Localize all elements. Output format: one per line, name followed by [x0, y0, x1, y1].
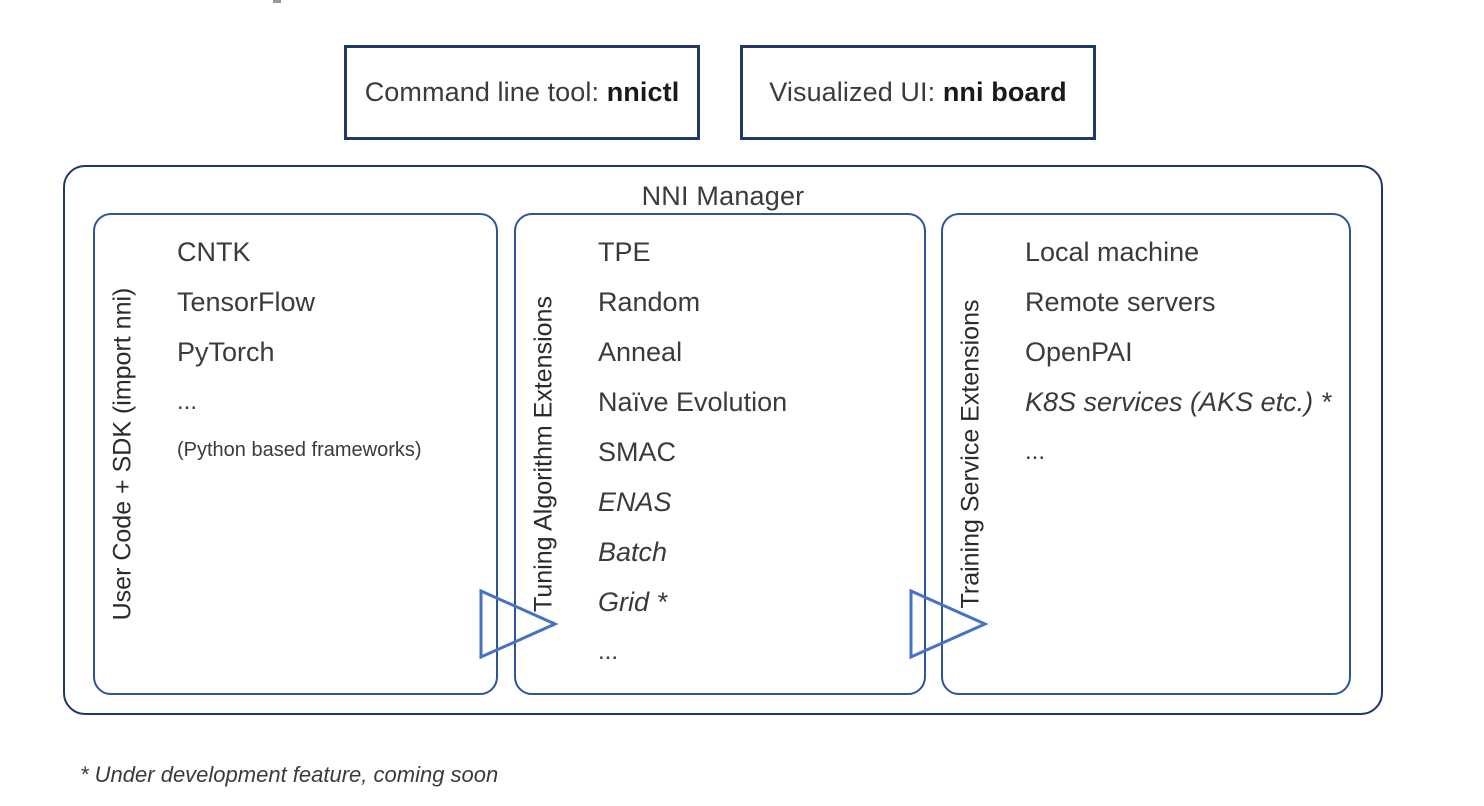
panel-user-code-sdk-vertical-label: User Code + SDK (import nni)	[108, 287, 137, 621]
list-item: Naïve Evolution	[598, 387, 788, 417]
command-line-tool-prefix: Command line tool:	[364, 77, 607, 107]
list-item: Grid *	[598, 587, 668, 617]
list-item: Remote servers	[1025, 287, 1216, 317]
list-item: TPE	[598, 237, 651, 267]
list-item: Batch	[598, 537, 668, 567]
panel-training-service-extensions: Training Service Extensions Local machin…	[941, 213, 1351, 695]
arrow-tuning-to-training-icon	[909, 588, 989, 660]
list-item: SMAC	[598, 437, 677, 467]
list-item: ...	[1025, 438, 1046, 465]
list-item: (Python based frameworks)	[177, 439, 422, 461]
list-item: K8S services (AKS etc.) *	[1025, 387, 1332, 417]
panel-user-code-sdk-vertical-label-wrap: User Code + SDK (import nni)	[95, 215, 151, 693]
panel-tuning-algorithm-extensions: Tuning Algorithm Extensions TPE Random A…	[514, 213, 926, 695]
footnote: * Under development feature, coming soon	[80, 762, 499, 787]
list-item: ...	[177, 388, 198, 415]
list-item: Random	[598, 287, 701, 317]
list-item: OpenPAI	[1025, 337, 1133, 367]
command-line-tool-value: nnictl	[606, 77, 680, 107]
panel-training-service-extensions-vertical-label: Training Service Extensions	[956, 299, 985, 609]
list-item: ...	[598, 638, 619, 665]
panel-tuning-algorithm-extensions-list: TPE Random Anneal Naïve Evolution SMAC E…	[598, 227, 916, 677]
visualized-ui-prefix: Visualized UI:	[769, 77, 943, 107]
panel-user-code-sdk-list: CNTK TensorFlow PyTorch ... (Python base…	[177, 227, 488, 473]
list-item: Anneal	[598, 337, 683, 367]
list-item: CNTK	[177, 237, 251, 267]
top-edge-artifact	[273, 0, 281, 3]
visualized-ui-text: Visualized UI: nni board	[769, 77, 1066, 108]
command-line-tool-box: Command line tool: nnictl	[344, 45, 700, 140]
arrow-user-to-tuning-icon	[479, 588, 559, 660]
panel-user-code-sdk: User Code + SDK (import nni) CNTK Tensor…	[93, 213, 498, 695]
list-item: ENAS	[598, 487, 672, 517]
command-line-tool-text: Command line tool: nnictl	[365, 77, 680, 108]
visualized-ui-value: nni board	[942, 77, 1067, 107]
nni-manager-title: NNI Manager	[641, 181, 805, 211]
list-item: PyTorch	[177, 337, 275, 367]
panel-tuning-algorithm-extensions-vertical-label: Tuning Algorithm Extensions	[529, 296, 558, 612]
list-item: Local machine	[1025, 237, 1200, 267]
visualized-ui-box: Visualized UI: nni board	[740, 45, 1096, 140]
panel-training-service-extensions-list: Local machine Remote servers OpenPAI K8S…	[1025, 227, 1341, 477]
list-item: TensorFlow	[177, 287, 316, 317]
